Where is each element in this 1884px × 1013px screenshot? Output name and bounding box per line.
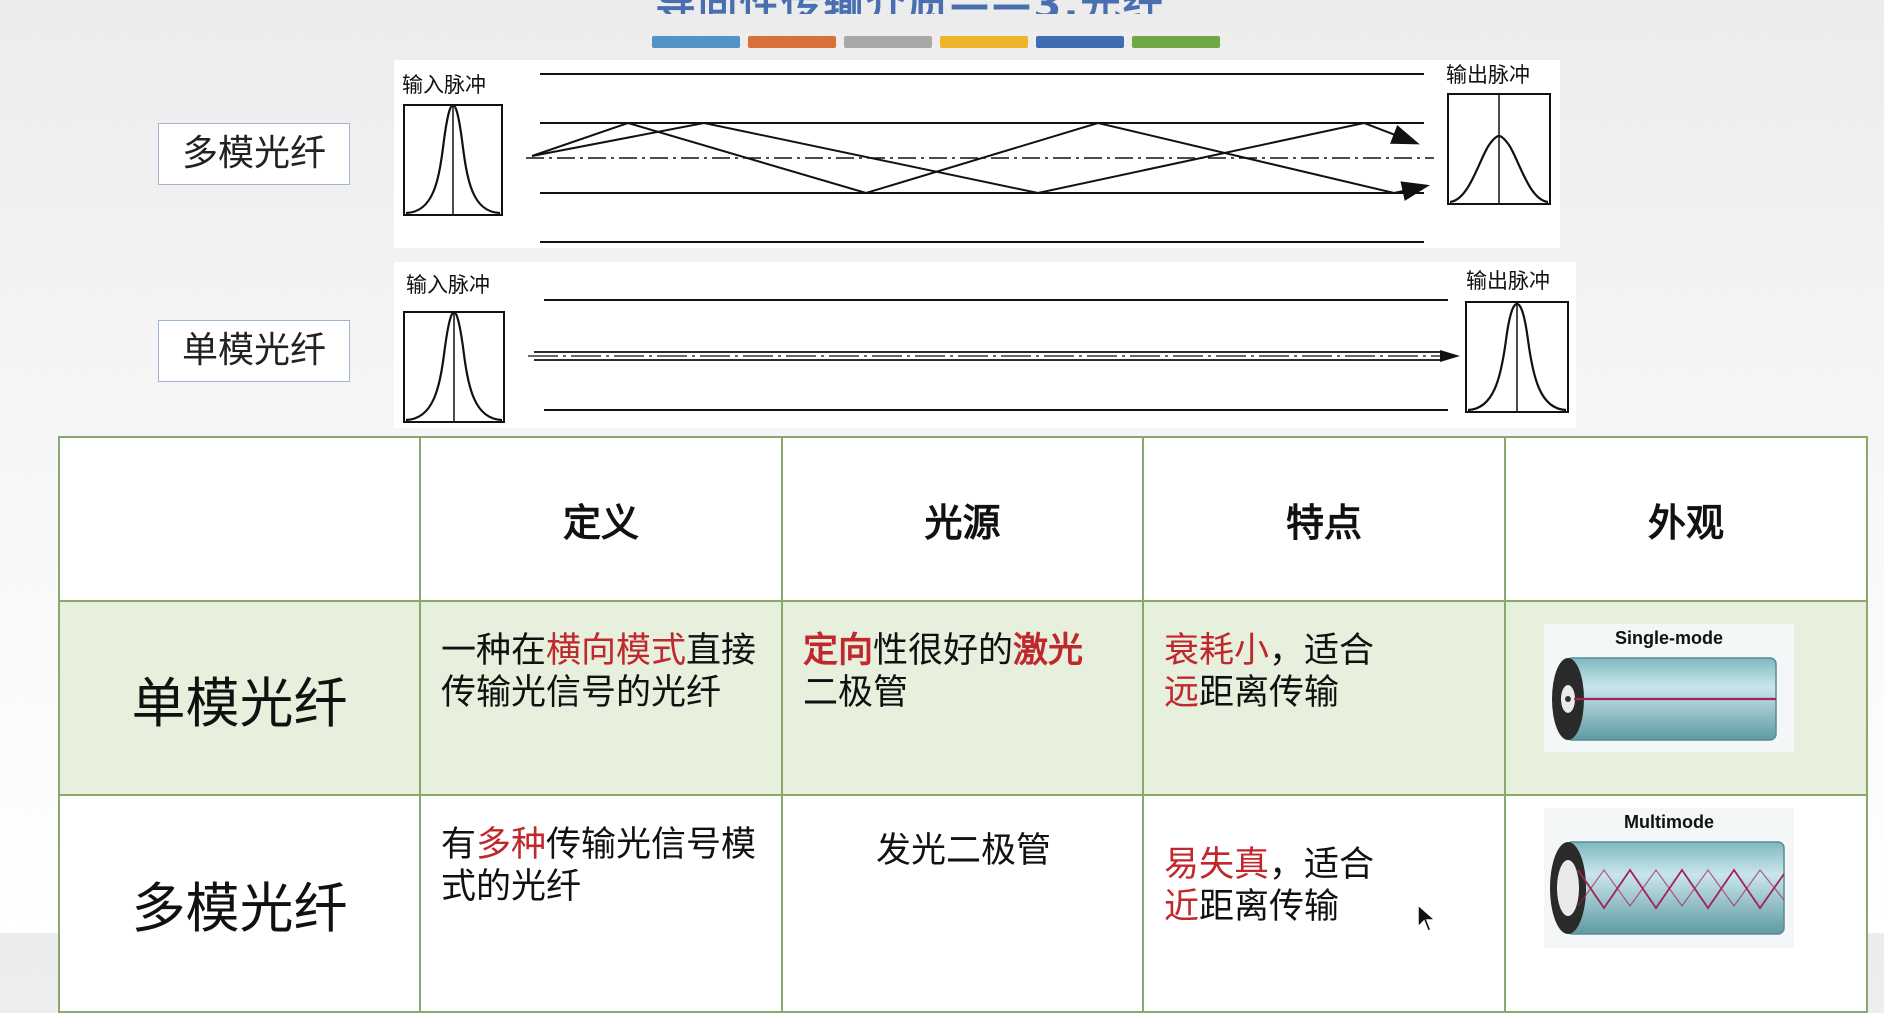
singlemode-appearance: Single-mode (1504, 600, 1868, 796)
singlemode-input-pulse (405, 310, 503, 422)
highlight-text: 易失真 (1164, 845, 1270, 885)
header-light-source: 光源 (781, 436, 1144, 602)
header-definition: 定义 (419, 436, 783, 602)
multimode-input-pulse (405, 103, 501, 215)
header-empty (58, 436, 421, 602)
highlight-text: 衰耗小 (1164, 631, 1270, 671)
multimode-diagram-svg: 输入脉冲 输出脉冲 (402, 63, 1551, 243)
highlight-text: 定向 (803, 631, 874, 671)
singlemode-label: 单模光纤 (158, 320, 350, 382)
table-row-multimode: 多模光纤 有多种传输光信号模式的光纤 发光二极管 易失真，适合近距离传输 Mul… (58, 794, 1868, 1013)
singlemode-features: 衰耗小，适合远距离传输 (1142, 600, 1506, 796)
light-ray-lower (531, 121, 1420, 195)
highlight-text: 多种 (476, 825, 547, 865)
header-features: 特点 (1142, 436, 1506, 602)
multimode-appearance: Multimode (1504, 794, 1868, 1013)
singlemode-definition: 一种在横向模式直接传输光信号的光纤 (419, 600, 783, 796)
text-span: ，适合 (1269, 631, 1375, 671)
table-row-singlemode: 单模光纤 一种在横向模式直接传输光信号的光纤 定向性很好的激光二极管 衰耗小，适… (58, 600, 1868, 796)
row-name-multimode: 多模光纤 (58, 794, 421, 1013)
multimode-image-caption: Multimode (1624, 812, 1714, 832)
color-strip-segment (940, 36, 1028, 48)
multimode-light-source: 发光二极管 (781, 794, 1144, 1013)
multimode-features: 易失真，适合近距离传输 (1142, 794, 1506, 1013)
color-strip-segment (748, 36, 836, 48)
singlemode-output-label: 输出脉冲 (1466, 269, 1550, 293)
multimode-output-pulse (1449, 134, 1549, 204)
header-appearance: 外观 (1504, 436, 1868, 602)
table-header-row: 定义 光源 特点 外观 (58, 436, 1868, 602)
color-strip-segment (844, 36, 932, 48)
color-strip-segment (1132, 36, 1220, 48)
color-strip-segment (1036, 36, 1124, 48)
text-span: 性很好的 (873, 631, 1014, 671)
singlemode-fiber-svg (1552, 657, 1777, 741)
singlemode-input-label: 输入脉冲 (406, 273, 490, 297)
singlemode-output-pulse (1467, 302, 1567, 412)
fiber-comparison-table: 定义 光源 特点 外观 单模光纤 一种在横向模式直接传输光信号的光纤 定向性很好… (58, 436, 1868, 1013)
multimode-definition: 有多种传输光信号模式的光纤 (419, 794, 783, 1013)
light-ray-upper (531, 121, 1430, 201)
singlemode-image-caption: Single-mode (1614, 628, 1723, 648)
text-span: 传输光信号模式的光纤 (441, 825, 757, 907)
singlemode-arrow-head (1440, 350, 1460, 362)
text-span: 距离传输 (1199, 673, 1340, 713)
multimode-fiber-image: Multimode (1544, 808, 1794, 948)
highlight-text: 激光 (1013, 631, 1084, 671)
singlemode-diagram: 输入脉冲 输出脉冲 (394, 262, 1576, 428)
text-span: 二极管 (803, 673, 909, 713)
singlemode-light-source: 定向性很好的激光二极管 (781, 600, 1144, 796)
fiber-core-dot (1565, 696, 1571, 702)
slide-title-clip: 导向性传输介质——3.光纤 (560, 0, 1260, 14)
text-span: 一种在 (441, 631, 547, 671)
text-span: 直接传输光信号的光纤 (441, 631, 757, 713)
multimode-diagram: 输入脉冲 输出脉冲 (394, 60, 1560, 248)
text-span: 距离传输 (1199, 887, 1340, 927)
light-path (1577, 868, 1785, 910)
light-path (1577, 868, 1785, 908)
multimode-output-label: 输出脉冲 (1446, 63, 1530, 87)
multimode-input-label: 输入脉冲 (402, 73, 486, 97)
row-name-singlemode: 单模光纤 (58, 600, 421, 796)
color-strip-segment (652, 36, 740, 48)
highlight-text: 近 (1164, 887, 1200, 927)
text-span: 有 (441, 825, 477, 865)
fiber-core (1557, 860, 1579, 916)
highlight-text: 横向模式 (546, 631, 687, 671)
highlight-text: 远 (1164, 673, 1200, 713)
singlemode-diagram-svg: 输入脉冲 输出脉冲 (403, 269, 1569, 423)
multimode-label: 多模光纤 (158, 123, 350, 185)
text-span: ，适合 (1269, 845, 1375, 885)
mouse-cursor-icon (1417, 903, 1437, 932)
singlemode-fiber-image: Single-mode (1544, 624, 1794, 752)
slide-title: 导向性传输介质——3.光纤 (560, 0, 1260, 14)
fiber-cylinder (1565, 841, 1785, 935)
